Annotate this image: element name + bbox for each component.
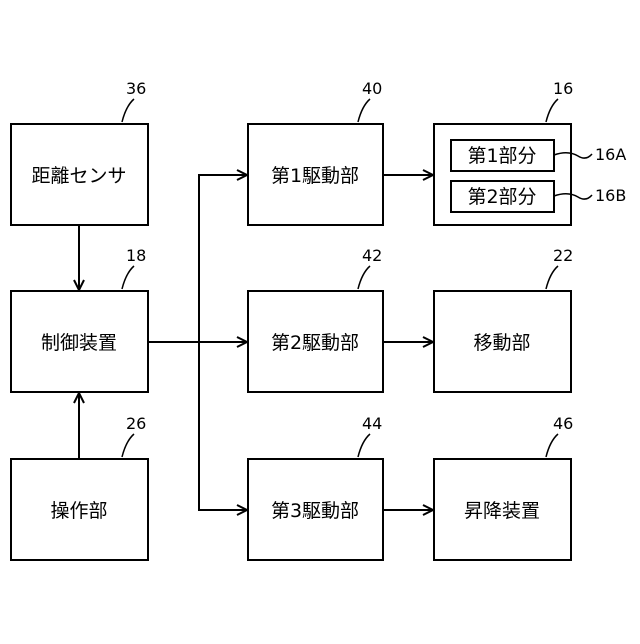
component-16-block: 第1部分 第2部分 xyxy=(434,124,571,225)
ref-36: 36 xyxy=(126,79,146,98)
moving-unit-block: 移動部 xyxy=(434,291,571,392)
ref-46-leader xyxy=(546,434,558,457)
lifting-device-label: 昇降装置 xyxy=(464,500,540,522)
ref-36-leader xyxy=(122,99,134,122)
ref-22-leader xyxy=(546,266,558,289)
ref-42: 42 xyxy=(362,246,382,265)
ref-18-leader xyxy=(122,266,134,289)
ref-16b: 16B xyxy=(595,186,626,205)
drive-2-label: 第2駆動部 xyxy=(271,332,359,354)
drive-1-block: 第1駆動部 xyxy=(248,124,383,225)
control-device-block: 制御装置 xyxy=(11,291,148,392)
part-16b-label: 第2部分 xyxy=(467,186,536,208)
ref-26: 26 xyxy=(126,414,146,433)
ref-44-leader xyxy=(358,434,370,457)
drive-1-label: 第1駆動部 xyxy=(271,165,359,187)
ref-40: 40 xyxy=(362,79,382,98)
part-16a-label: 第1部分 xyxy=(467,145,536,167)
operation-unit-label: 操作部 xyxy=(50,500,107,522)
operation-unit-block: 操作部 xyxy=(11,459,148,560)
drive-2-block: 第2駆動部 xyxy=(248,291,383,392)
ref-22: 22 xyxy=(553,246,573,265)
ref-40-leader xyxy=(358,99,370,122)
ref-16: 16 xyxy=(553,79,573,98)
ref-46: 46 xyxy=(553,414,573,433)
ref-26-leader xyxy=(122,434,134,457)
moving-unit-label: 移動部 xyxy=(473,332,530,354)
drive-3-block: 第3駆動部 xyxy=(248,459,383,560)
ref-42-leader xyxy=(358,266,370,289)
ref-16-leader xyxy=(546,99,558,122)
drive-3-label: 第3駆動部 xyxy=(271,500,359,522)
distance-sensor-block: 距離センサ xyxy=(11,124,148,225)
distance-sensor-label: 距離センサ xyxy=(31,165,126,187)
ref-18: 18 xyxy=(126,246,146,265)
lifting-device-block: 昇降装置 xyxy=(434,459,571,560)
ref-44: 44 xyxy=(362,414,382,433)
ref-16a: 16A xyxy=(595,145,626,164)
control-device-label: 制御装置 xyxy=(41,332,117,354)
